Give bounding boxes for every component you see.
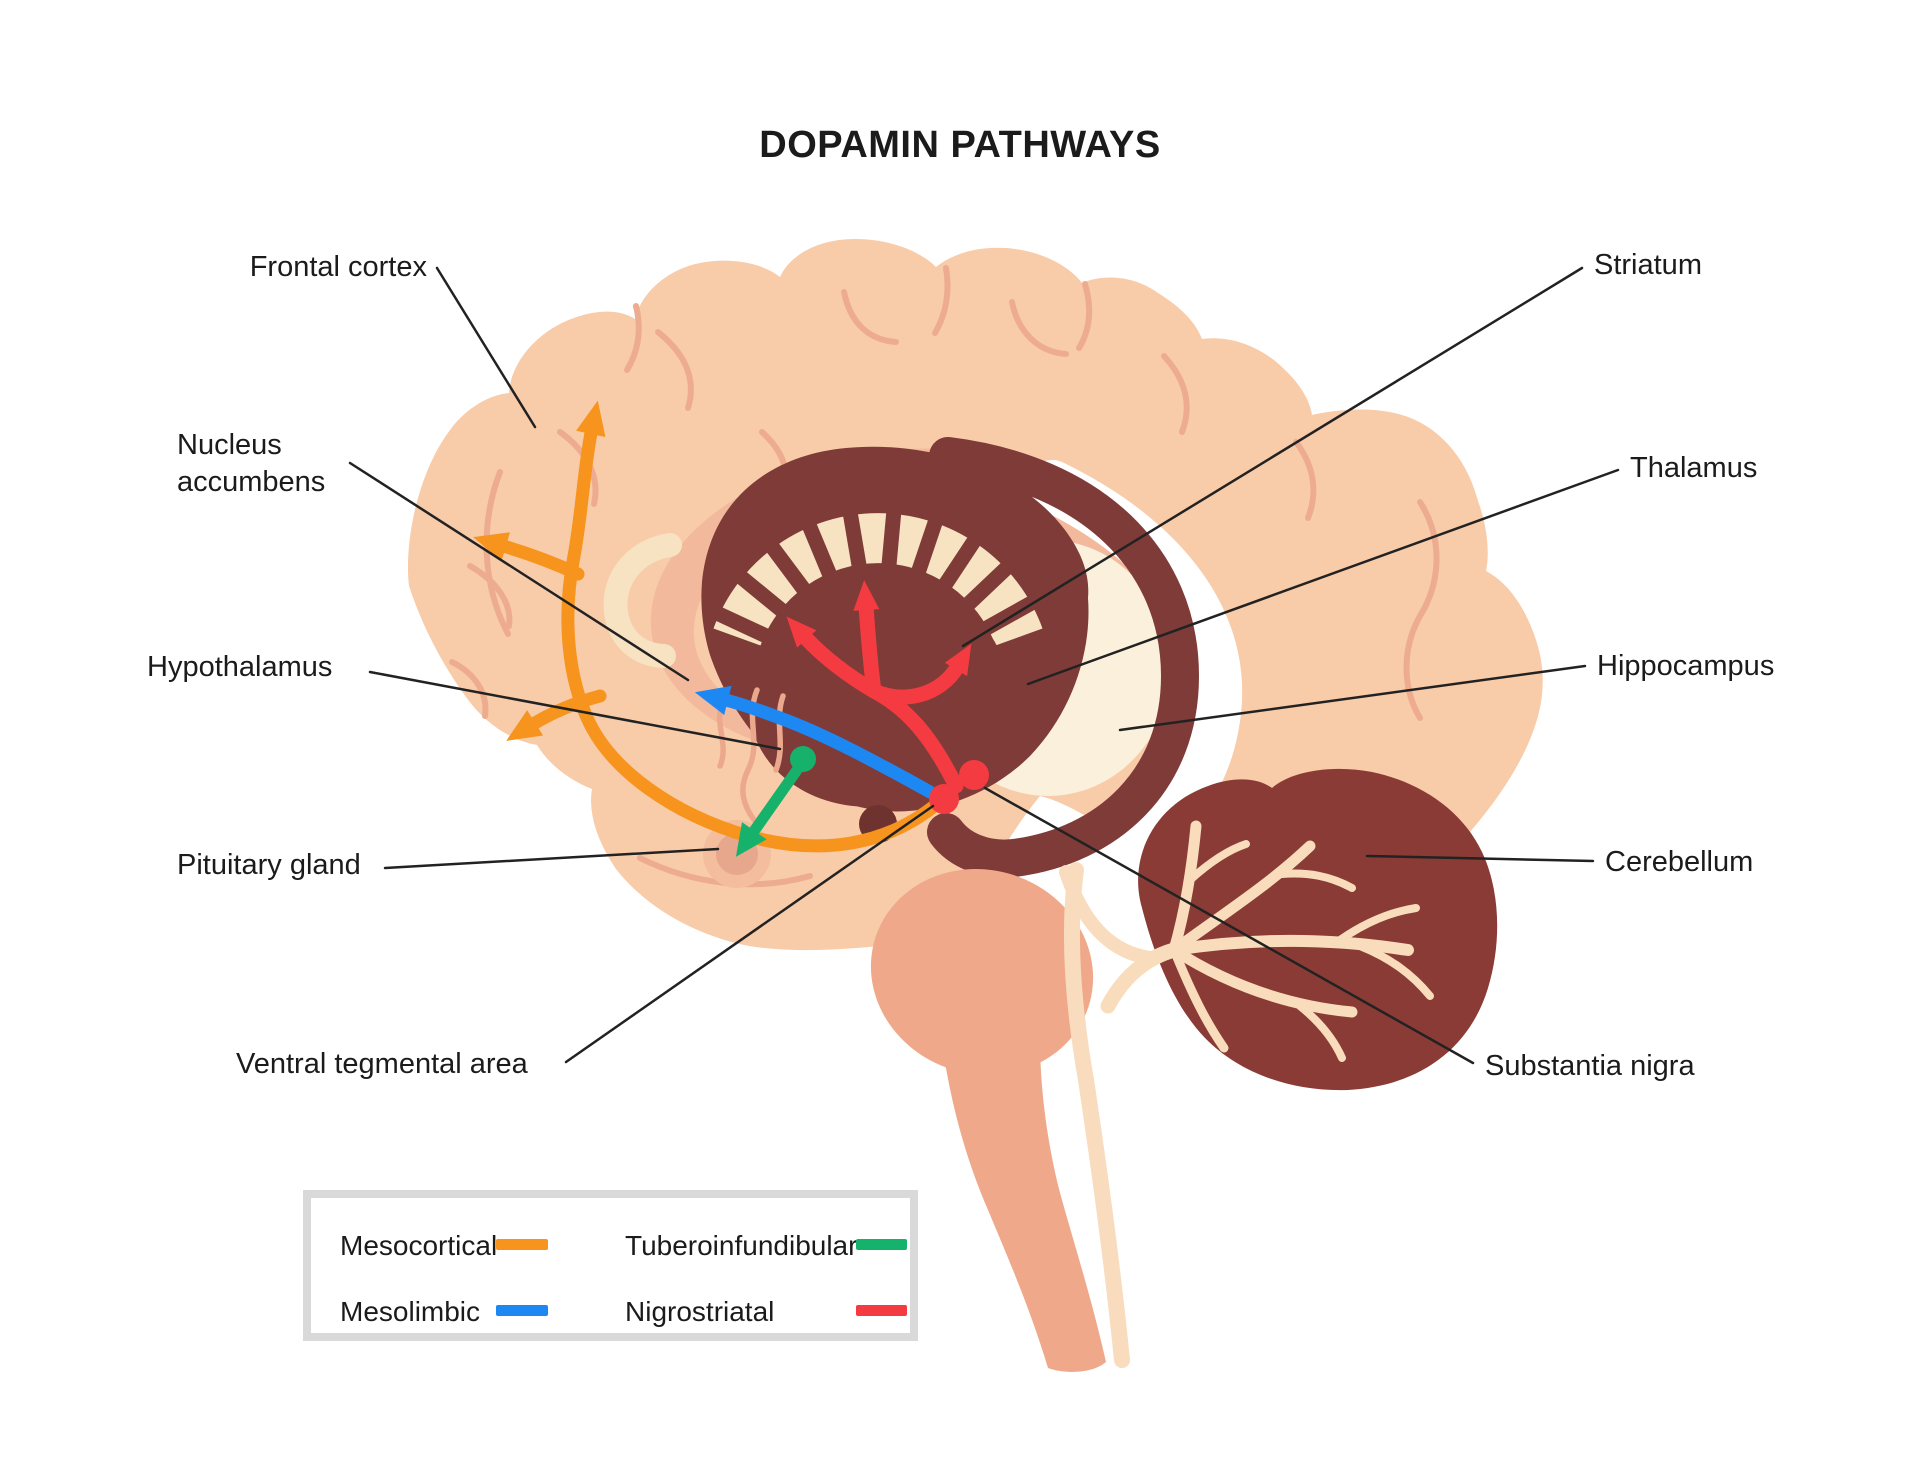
pons (870, 869, 1094, 1075)
tuberoinfundibular-origin-dot (790, 746, 816, 772)
cerebellar-peduncle-band (1059, 865, 1157, 965)
line-hippocampus (1118, 664, 1587, 732)
legend-label-mesocortical: Mesocortical (340, 1230, 498, 1261)
substantia-nigra-dot (959, 760, 989, 790)
mesolimbic-swatch (496, 1305, 548, 1316)
ventral-tegmental-area-dot (929, 784, 959, 814)
line-thalamus (1026, 468, 1620, 686)
label-lines (348, 266, 1620, 1065)
line-substantia-nigra (983, 786, 1475, 1065)
fornix-arc (927, 437, 1200, 878)
page-title: DOPAMIN PATHWAYS (759, 124, 1161, 166)
line-hypothalamus (368, 670, 782, 751)
label-cerebellum: Cerebellum (1605, 846, 1754, 878)
legend-label-mesolimbic: Mesolimbic (340, 1296, 481, 1327)
label-hypothalamus: Hypothalamus (147, 651, 333, 683)
label-thalamus: Thalamus (1630, 452, 1758, 484)
label-frontal-cortex: Frontal cortex (249, 251, 427, 283)
fourth-ventricle-band (1063, 862, 1130, 1368)
pathway-legend: Mesocortical Tuberoinfundibular Mesolimb… (303, 1190, 918, 1341)
label-pituitary-gland: Pituitary gland (177, 849, 361, 881)
line-ventral-tegmental-area (564, 804, 935, 1064)
mesocortical-pathway (473, 400, 945, 853)
nigrostriatal-pathway (786, 580, 972, 794)
label-striatum: Striatum (1594, 249, 1702, 281)
mesolimbic-pathway (694, 685, 937, 799)
mesocortical-swatch (496, 1239, 548, 1250)
label-substantia-nigra: Substantia nigra (1485, 1050, 1695, 1082)
legend-label-nigrostriatal: Nigrostriatal (625, 1296, 775, 1327)
tuberoinfundibular-pathway (735, 746, 816, 857)
medulla (940, 1030, 1106, 1372)
label-ventral-tegmental-area: Ventral tegmental area (236, 1048, 528, 1080)
line-nucleus-accumbens (348, 461, 690, 682)
cerebellum-body (1138, 768, 1498, 1091)
label-nucleus-accumbens: Nucleus accumbens (177, 429, 326, 498)
legend-label-tuberoinfundibular: Tuberoinfundibular (625, 1230, 858, 1261)
line-pituitary-gland (383, 847, 720, 870)
line-cerebellum (1365, 854, 1595, 863)
label-hippocampus: Hippocampus (1597, 650, 1775, 682)
nigrostriatal-swatch (856, 1305, 907, 1316)
arbor-vitae (1100, 820, 1434, 1062)
line-striatum (961, 266, 1584, 648)
tuberoinfundibular-swatch (856, 1239, 907, 1250)
line-frontal-cortex (435, 266, 537, 429)
